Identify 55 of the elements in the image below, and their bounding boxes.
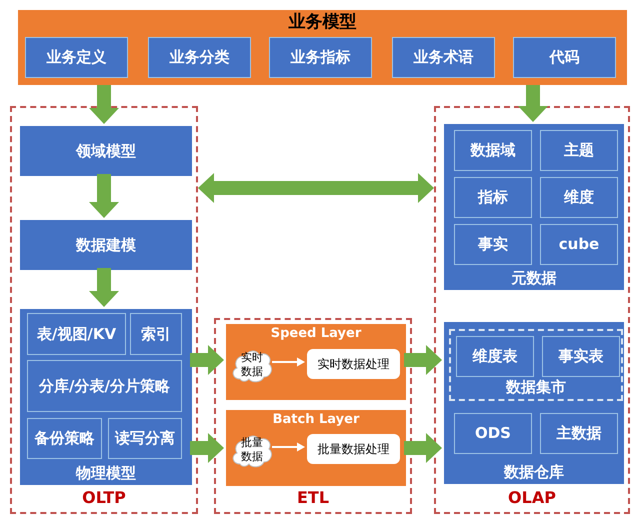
concept-box: 事实	[454, 224, 532, 265]
node-title: Speed Layer	[270, 326, 362, 342]
block-arrow	[89, 174, 119, 218]
arrow	[272, 358, 305, 366]
block-arrow	[190, 345, 224, 375]
block-arrow	[89, 268, 119, 307]
block-arrow	[190, 433, 224, 463]
block-arrow	[404, 345, 442, 375]
node-title: ETL	[296, 488, 330, 508]
dashed-region	[10, 106, 198, 514]
layer-box	[20, 309, 192, 485]
dashed-region	[214, 318, 412, 514]
concept-box: 维度表	[456, 336, 534, 377]
concept-box: 代码	[513, 37, 616, 78]
dashed-region	[434, 106, 630, 514]
layer-box: 数据建模	[20, 220, 192, 270]
block-arrow	[198, 173, 434, 203]
node-title: 物理模型	[76, 464, 136, 483]
concept-box: 读写分离	[108, 418, 182, 459]
block-arrow	[89, 85, 119, 124]
node-title: 数据集市	[506, 378, 566, 397]
process-box: 批量数据处理	[307, 434, 400, 464]
dashed-group	[449, 329, 623, 401]
concept-box: 表/视图/KV	[27, 313, 126, 355]
process-box: 实时数据处理	[307, 349, 400, 379]
concept-box: 主数据	[540, 413, 618, 454]
concept-box: 备份策略	[27, 418, 102, 459]
layer-box	[444, 124, 624, 290]
layer-box	[444, 322, 624, 484]
node-title: Batch Layer	[272, 412, 360, 428]
concept-box: 事实表	[542, 336, 620, 377]
concept-box: ODS	[454, 413, 532, 454]
concept-box: 主题	[540, 130, 618, 171]
concept-box: 索引	[130, 313, 182, 355]
layer-panel	[226, 410, 406, 486]
concept-box: 业务定义	[25, 37, 128, 78]
concept-box: 数据域	[454, 130, 532, 171]
model-band	[18, 10, 627, 85]
concept-box: cube	[540, 224, 618, 265]
node-title: OLAP	[508, 488, 556, 508]
concept-box: 业务指标	[269, 37, 372, 78]
concept-box: 分库/分表/分片策略	[27, 360, 182, 412]
layer-box: 领域模型	[20, 126, 192, 176]
node-title: 业务模型	[288, 12, 356, 34]
block-arrow	[518, 85, 548, 122]
node-title: 元数据	[512, 269, 556, 288]
node-title: 数据仓库	[504, 463, 564, 482]
concept-box: 维度	[540, 177, 618, 218]
node-title: OLTP	[82, 488, 126, 508]
concept-box: 业务分类	[148, 37, 251, 78]
arrow	[272, 442, 305, 452]
concept-box: 指标	[454, 177, 532, 218]
concept-box: 业务术语	[392, 37, 495, 78]
block-arrow	[404, 433, 442, 463]
layer-panel	[226, 324, 406, 400]
